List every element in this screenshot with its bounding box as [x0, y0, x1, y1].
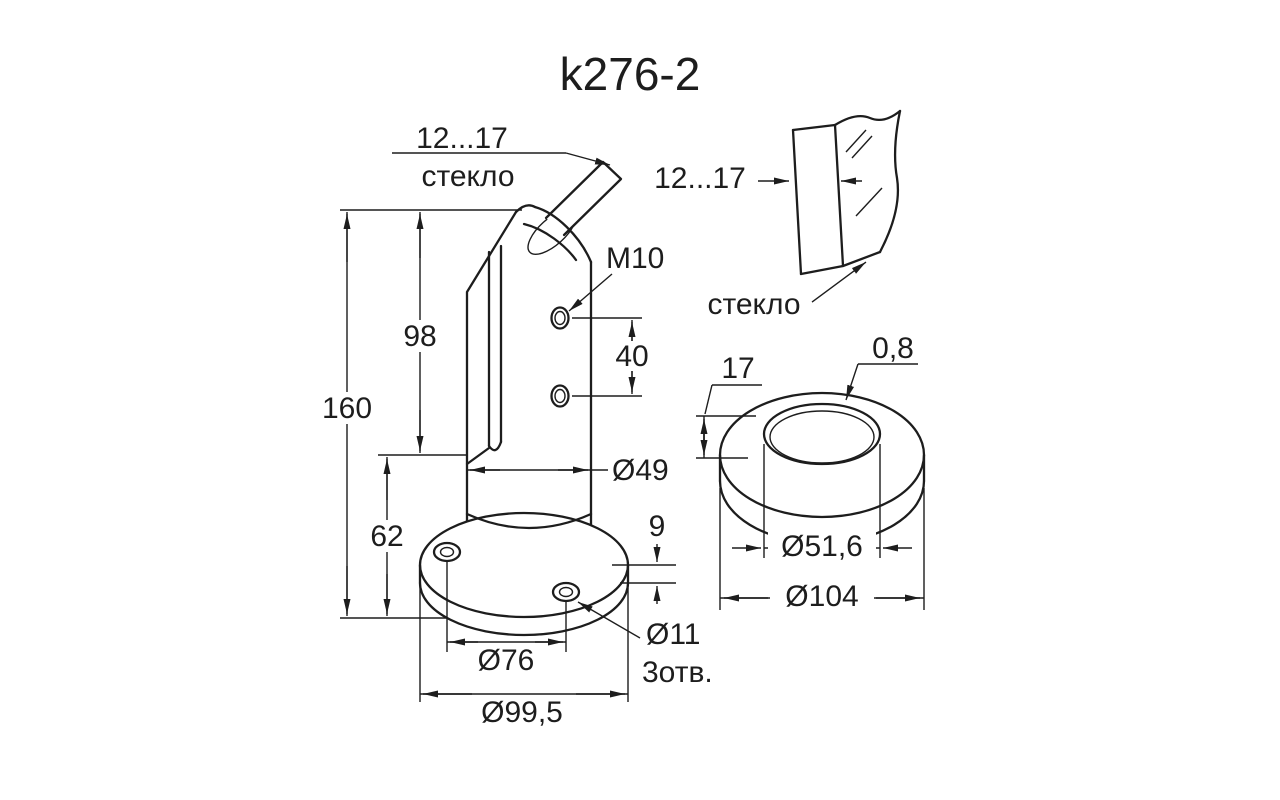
- dim-ring-height: 17: [721, 352, 754, 385]
- glass-panel-label-text: стекло: [707, 288, 800, 321]
- dim-hole-spacing: 40: [615, 340, 648, 373]
- dimension-ring-height: 17: [696, 352, 762, 459]
- dim-overall-height: 160: [322, 392, 372, 425]
- glass-detail-view: 12...17 стекло: [654, 109, 902, 321]
- dim-base-thickness: 9: [649, 510, 666, 543]
- ring-hole-outer: [762, 402, 882, 466]
- dim-ring-lip: 0,8: [872, 332, 914, 365]
- glass-panel: [791, 109, 902, 276]
- dimension-ring-outer-diameter: Ø104: [719, 488, 925, 613]
- dim-glass-thickness: 12...17: [416, 122, 508, 155]
- dimension-ring-inner-diameter: Ø51,6: [732, 444, 912, 563]
- bolt-hole-front: [551, 581, 581, 603]
- ring-hole-inner: [769, 410, 875, 464]
- dim-glass-panel-thickness: 12...17: [654, 162, 746, 195]
- dimension-slot-depth: 98: [394, 212, 446, 453]
- flange-bottom-arc: [418, 581, 630, 637]
- m10-hole-upper: [550, 306, 570, 330]
- glass-strip: [544, 160, 623, 237]
- dimension-glass-panel-thickness: 12...17: [654, 162, 862, 195]
- dim-slot-depth: 98: [403, 320, 436, 353]
- glass-panel-label: стекло: [707, 261, 867, 321]
- dimension-glass-thickness: 12...17 стекло: [392, 122, 611, 193]
- dimension-overall-height: 160: [310, 212, 384, 616]
- glass-label: стекло: [421, 160, 514, 193]
- front-view: 160 98 62 12...17 стекло M10: [310, 122, 713, 729]
- dim-mount-hole-diameter: Ø11: [646, 618, 700, 651]
- dimension-ring-lip: 0,8: [845, 332, 918, 401]
- dim-ring-outer-diameter: Ø104: [785, 580, 858, 613]
- bolt-hole-left: [432, 541, 462, 563]
- dim-lower-height: 62: [370, 520, 403, 553]
- glass-strip-fill: [546, 162, 621, 235]
- dim-post-diameter: Ø49: [612, 454, 669, 487]
- m10-hole-lower: [550, 384, 570, 408]
- dim-bolt-circle: Ø76: [478, 644, 535, 677]
- glass-slot: [465, 244, 503, 466]
- glass-hatch: [845, 129, 883, 217]
- dimension-post-diameter: Ø49: [467, 454, 669, 487]
- oblique-cut-inner: [522, 222, 578, 262]
- cover-ring-view: 17 0,8 Ø51,6: [696, 332, 926, 613]
- drawing-title: k276-2: [560, 48, 701, 100]
- oblique-cut-edge: [533, 205, 593, 264]
- dim-mount-hole-count: 3отв.: [642, 656, 713, 689]
- dimension-bolt-circle: Ø76: [446, 561, 567, 677]
- dim-base-diameter: Ø99,5: [481, 696, 563, 729]
- dim-thread: M10: [606, 242, 664, 275]
- spigot-outline-left: [465, 210, 518, 526]
- dim-ring-inner-diameter: Ø51,6: [781, 530, 863, 563]
- base-flange: [418, 511, 630, 637]
- dimension-lower-height: 62: [361, 457, 413, 616]
- dimension-mount-holes: Ø11 3отв.: [577, 601, 713, 689]
- column-base-arc: [465, 512, 593, 530]
- dimension-base-thickness: 9: [612, 510, 676, 604]
- dimension-base-diameter: Ø99,5: [419, 570, 629, 729]
- dimension-hole-spacing: 40: [572, 317, 658, 397]
- dimension-thread: M10: [568, 242, 664, 312]
